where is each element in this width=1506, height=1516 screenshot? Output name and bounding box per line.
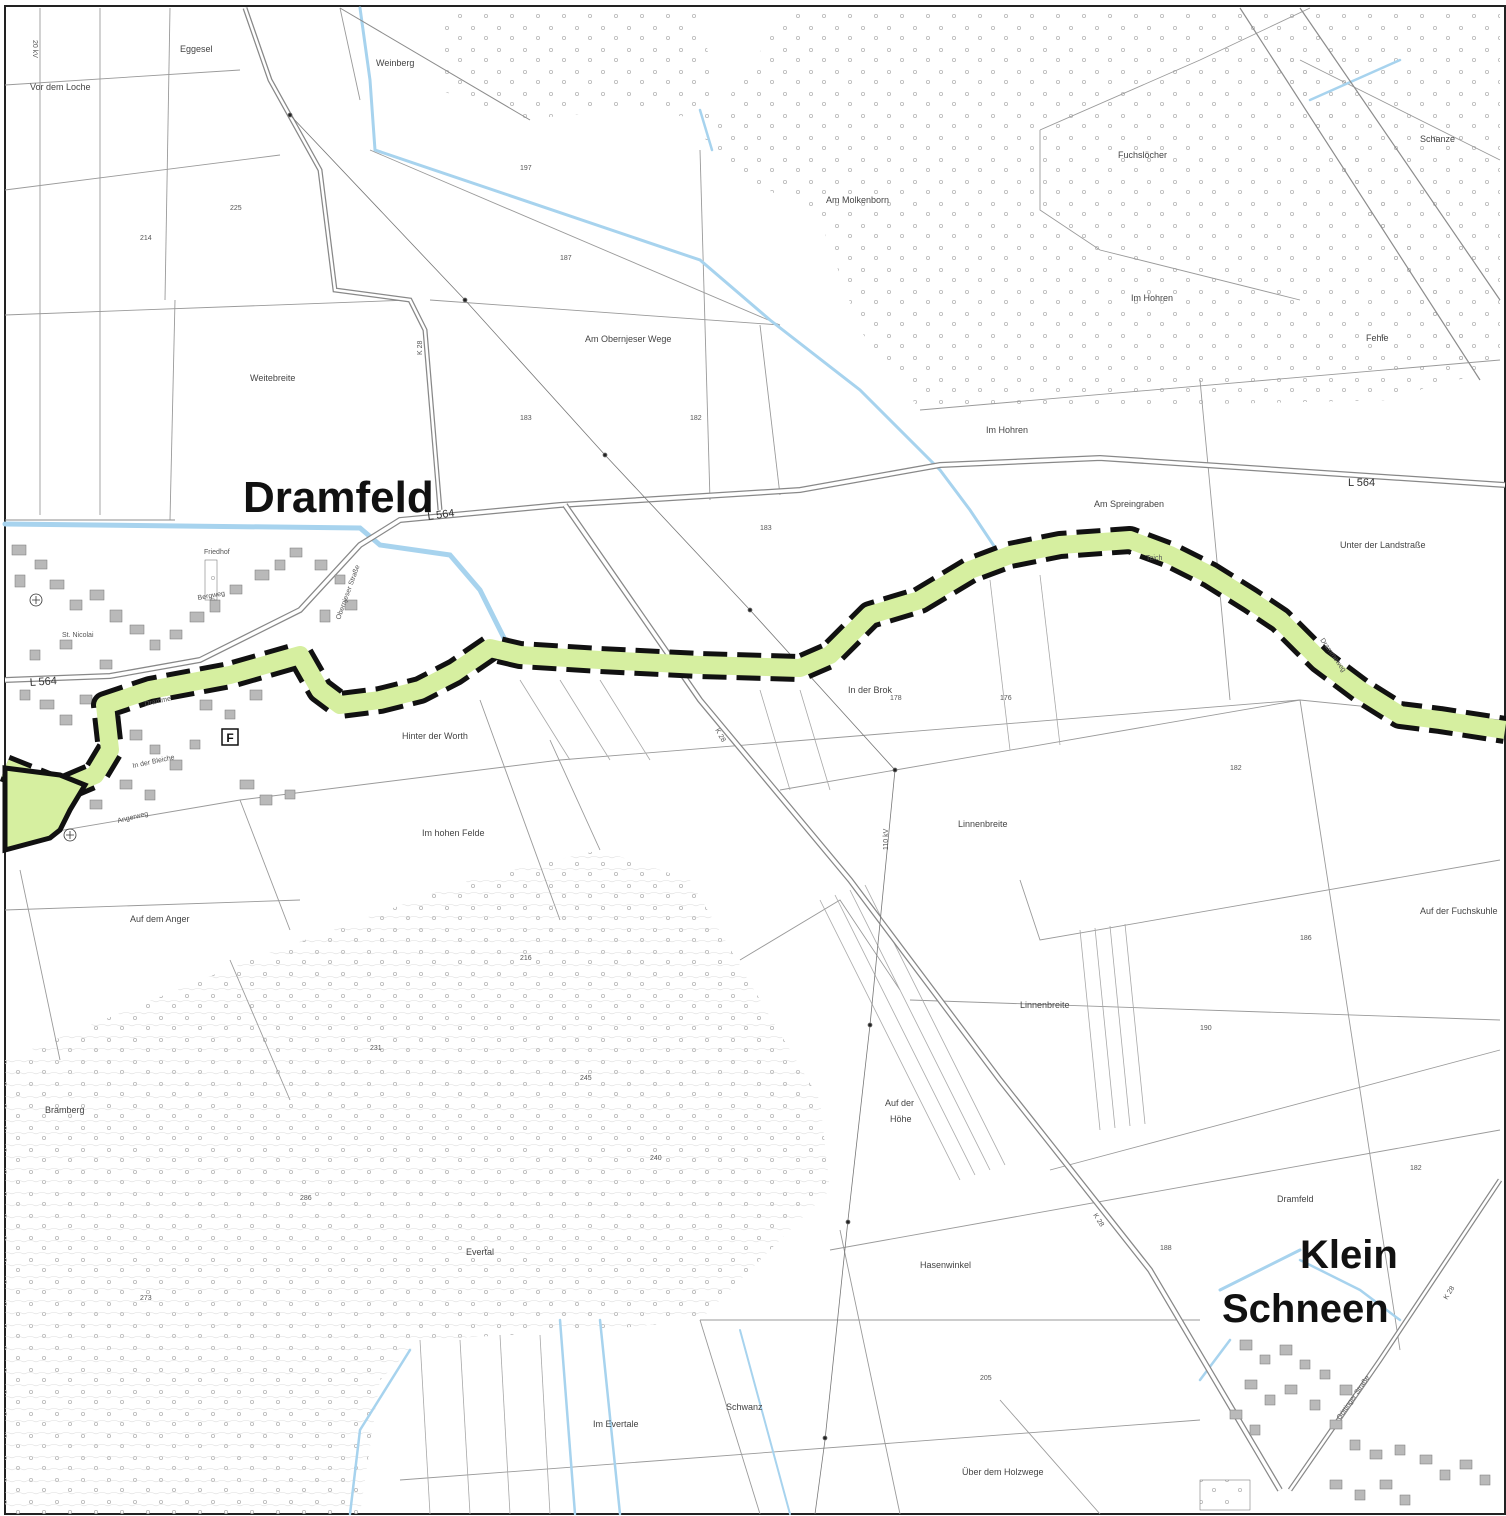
- field-label: Im hohen Felde: [422, 828, 485, 838]
- marker-f: F: [221, 728, 239, 746]
- svg-text:187: 187: [560, 255, 572, 262]
- svg-text:186: 186: [1300, 935, 1312, 942]
- road-label-l564-east: L 564: [1348, 477, 1375, 489]
- field-label: Weitebreite: [250, 373, 295, 383]
- field-label: Im Hohren: [986, 425, 1028, 435]
- town-label-klein: Klein: [1300, 1233, 1398, 1277]
- field-label: Auf der: [885, 1098, 914, 1108]
- parcel-lines: [4, 7, 1501, 1515]
- svg-text:188: 188: [1160, 1245, 1172, 1252]
- field-label: Dramfeld: [1277, 1194, 1314, 1204]
- dramfeld-buildings: [11, 544, 358, 810]
- svg-text:240: 240: [650, 1155, 662, 1162]
- road-label-l564-west: L 564: [29, 675, 57, 689]
- field-label: Hinter der Worth: [402, 731, 468, 741]
- svg-text:231: 231: [370, 1045, 382, 1052]
- power-label-20kv: 20 kV: [31, 40, 38, 58]
- field-label: Unter der Landstraße: [1340, 540, 1426, 550]
- field-label: Höhe: [890, 1114, 912, 1124]
- marker-f-label: F: [226, 731, 233, 745]
- field-label: Weinberg: [376, 58, 414, 68]
- svg-text:176: 176: [1000, 695, 1012, 702]
- field-label: Linnenbreite: [1020, 1000, 1070, 1010]
- road-label-k28-north: K 28: [417, 340, 424, 355]
- road-label-l564-town: L 564: [427, 507, 456, 523]
- svg-text:225: 225: [230, 205, 242, 212]
- field-label: Am Spreingraben: [1094, 499, 1164, 509]
- street-label: Bergweg: [197, 590, 226, 602]
- svg-text:245: 245: [580, 1075, 592, 1082]
- field-label: Fehle: [1366, 333, 1389, 343]
- field-label: Hasenwinkel: [920, 1260, 971, 1270]
- field-label: Evertal: [466, 1247, 494, 1257]
- svg-text:205: 205: [980, 1375, 992, 1382]
- svg-text:183: 183: [760, 525, 772, 532]
- svg-text:286: 286: [300, 1195, 312, 1202]
- field-strips: [419, 574, 1146, 1515]
- field-label: Eggesel: [180, 44, 213, 54]
- svg-text:183: 183: [520, 415, 532, 422]
- field-label: Im Evertale: [593, 1419, 639, 1429]
- street-label: Teich: [1146, 555, 1162, 562]
- field-label: Im Hohren: [1131, 293, 1173, 303]
- field-label: Auf dem Anger: [130, 914, 190, 924]
- field-label: Über dem Holzwege: [962, 1467, 1044, 1477]
- field-label: Am Molkenborn: [826, 195, 889, 205]
- svg-text:190: 190: [1200, 1025, 1212, 1032]
- field-label: Auf der Fuchskuhle: [1420, 906, 1498, 916]
- svg-text:182: 182: [690, 415, 702, 422]
- corridor-area: [0, 526, 1506, 854]
- field-label: Bramberg: [45, 1105, 85, 1115]
- power-label-110kv: 110 kV: [883, 828, 890, 850]
- svg-text:216: 216: [520, 955, 532, 962]
- field-label: Fuchslöcher: [1118, 150, 1167, 160]
- church-icon: [29, 593, 77, 842]
- svg-text:178: 178: [890, 695, 902, 702]
- field-label: Schanze: [1420, 134, 1455, 144]
- svg-text:182: 182: [1410, 1165, 1422, 1172]
- svg-text:197: 197: [520, 165, 532, 172]
- water-courses: [2, 6, 1402, 1516]
- town-label-schneen: Schneen: [1222, 1287, 1389, 1331]
- field-label: Schwanz: [726, 1402, 763, 1412]
- street-label: Friedhof: [204, 549, 230, 556]
- field-label: Vor dem Loche: [30, 82, 91, 92]
- svg-text:273: 273: [140, 1295, 152, 1302]
- svg-text:182: 182: [1230, 765, 1242, 772]
- forest-areas: [5, 8, 1500, 1514]
- field-label: Linnenbreite: [958, 819, 1008, 829]
- town-label-dramfeld: Dramfeld: [243, 473, 434, 522]
- svg-text:214: 214: [140, 235, 152, 242]
- field-label: In der Brok: [848, 685, 893, 695]
- field-label: Am Obernjeser Wege: [585, 334, 671, 344]
- street-label: St. Nicolai: [62, 632, 94, 639]
- klein-schneen-buildings: [1199, 1339, 1491, 1511]
